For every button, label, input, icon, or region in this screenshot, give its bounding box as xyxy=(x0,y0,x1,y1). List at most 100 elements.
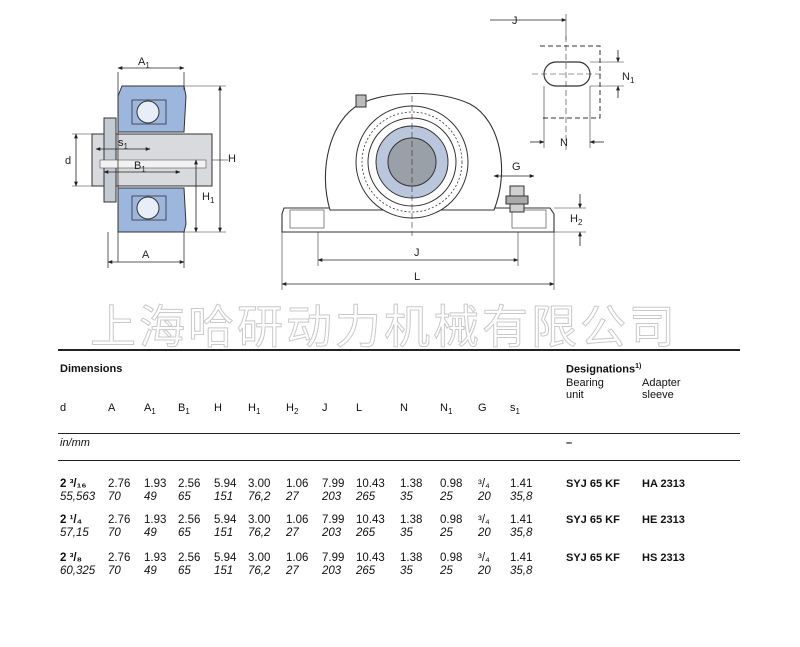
row-0-mm-5: 27 xyxy=(286,491,299,503)
column-header-4: H xyxy=(214,402,222,414)
row-1-inch-0: 2.76 xyxy=(108,514,131,526)
row-1-inch-2: 2.56 xyxy=(178,514,201,526)
side-view: A1 s1 d B1 A H H1 xyxy=(65,56,236,268)
column-header-12: s1 xyxy=(510,402,520,417)
table-top-rule xyxy=(58,349,740,351)
row-0-inch-11: 1.41 xyxy=(510,478,533,490)
bearing-unit-drawing: A1 s1 d B1 A H H1 xyxy=(65,14,635,290)
row-2-mm-6: 203 xyxy=(322,565,342,577)
column-header-11: G xyxy=(478,402,487,414)
row-0-inch-6: 7.99 xyxy=(322,478,345,490)
row-0-mm-4: 76,2 xyxy=(248,491,271,503)
row-2-inch-10: ³/₄ xyxy=(478,552,490,564)
row-2-inch-6: 7.99 xyxy=(322,552,345,564)
row-0-inch-5: 1.06 xyxy=(286,478,309,490)
row-2-adapter-sleeve: HS 2313 xyxy=(642,552,685,564)
designations-title: Designations1) xyxy=(566,363,642,376)
row-0-inch-7: 10.43 xyxy=(356,478,385,490)
label-N: N xyxy=(560,137,568,149)
row-1-inch-4: 3.00 xyxy=(248,514,271,526)
row-2-inch-2: 2.56 xyxy=(178,552,201,564)
row-1-mm-5: 27 xyxy=(286,527,299,539)
row-1-bearing-unit: SYJ 65 KF xyxy=(566,514,620,526)
units-dash: – xyxy=(566,437,573,449)
side-ball-bottom xyxy=(136,196,160,220)
dimensions-title: Dimensions xyxy=(60,363,123,375)
row-2-mm-10: 20 xyxy=(478,565,491,577)
row-0-bearing-unit: SYJ 65 KF xyxy=(566,478,620,490)
label-s1: s1 xyxy=(118,137,129,151)
row-0-inch-2: 2.56 xyxy=(178,478,201,490)
row-2-inch-11: 1.41 xyxy=(510,552,533,564)
row-2-mm-3: 151 xyxy=(214,565,234,577)
row-1-mm-1: 49 xyxy=(144,527,157,539)
row-0-inch-1: 1.93 xyxy=(144,478,167,490)
row-0-mm-8: 35 xyxy=(400,491,413,503)
row-0-mm-2: 65 xyxy=(178,491,191,503)
row-1-mm-4: 76,2 xyxy=(248,527,271,539)
row-2-mm-11: 35,8 xyxy=(510,565,533,577)
row-1-inch-9: 0.98 xyxy=(440,514,463,526)
label-H2: H2 xyxy=(570,213,583,227)
row-0-mm-3: 151 xyxy=(214,491,234,503)
column-header-6: H2 xyxy=(286,402,299,417)
row-1-inch-7: 10.43 xyxy=(356,514,385,526)
side-ball-top xyxy=(136,100,160,124)
row-2-inch-9: 0.98 xyxy=(440,552,463,564)
row-1-inch-8: 1.38 xyxy=(400,514,423,526)
row-2-bearing-unit: SYJ 65 KF xyxy=(566,552,620,564)
row-1-d-mm: 57,15 xyxy=(60,527,89,539)
label-G: G xyxy=(512,161,521,173)
row-0-mm-11: 35,8 xyxy=(510,491,533,503)
label-d: d xyxy=(65,155,71,167)
units-rule xyxy=(58,460,740,461)
slot-detail: J N1 N xyxy=(490,14,635,150)
row-1-inch-5: 1.06 xyxy=(286,514,309,526)
row-2-mm-2: 65 xyxy=(178,565,191,577)
row-1-mm-7: 265 xyxy=(356,527,376,539)
column-header-2: A1 xyxy=(144,402,156,417)
row-1-mm-11: 35,8 xyxy=(510,527,533,539)
row-1-inch-6: 7.99 xyxy=(322,514,345,526)
row-2-mm-4: 76,2 xyxy=(248,565,271,577)
column-header-8: L xyxy=(356,402,363,414)
label-H1: H1 xyxy=(202,191,215,205)
row-0-mm-9: 25 xyxy=(440,491,453,503)
row-1-mm-2: 65 xyxy=(178,527,191,539)
row-0-mm-7: 265 xyxy=(356,491,376,503)
row-2-inch-0: 2.76 xyxy=(108,552,131,564)
row-0-d-mm: 55,563 xyxy=(60,491,96,503)
company-watermark: 上海哈研动力机械有限公司 xyxy=(90,300,678,354)
label-A: A xyxy=(142,249,150,261)
row-2-inch-8: 1.38 xyxy=(400,552,423,564)
row-1-mm-0: 70 xyxy=(108,527,121,539)
row-1-mm-9: 25 xyxy=(440,527,453,539)
column-header-10: N1 xyxy=(440,402,453,417)
row-2-mm-1: 49 xyxy=(144,565,157,577)
label-J-top: J xyxy=(512,15,518,27)
row-2-mm-7: 265 xyxy=(356,565,376,577)
label-A1: A1 xyxy=(138,56,150,70)
row-2-inch-1: 1.93 xyxy=(144,552,167,564)
row-1-mm-6: 203 xyxy=(322,527,342,539)
label-L: L xyxy=(414,271,420,283)
column-header-5: H1 xyxy=(248,402,261,417)
column-header-7: J xyxy=(322,402,328,414)
column-header-0: d xyxy=(60,402,67,414)
row-2-inch-4: 3.00 xyxy=(248,552,271,564)
label-B1: B1 xyxy=(134,160,146,174)
row-1-d-inch: 2 ¹/₄ xyxy=(60,514,83,526)
row-1-mm-10: 20 xyxy=(478,527,491,539)
row-1-inch-11: 1.41 xyxy=(510,514,533,526)
row-1-mm-3: 151 xyxy=(214,527,234,539)
row-2-mm-8: 35 xyxy=(400,565,413,577)
row-1-adapter-sleeve: HE 2313 xyxy=(642,514,685,526)
column-header-9: N xyxy=(400,402,408,414)
row-0-mm-10: 20 xyxy=(478,491,491,503)
units-label: in/mm xyxy=(60,437,90,449)
row-0-mm-1: 49 xyxy=(144,491,157,503)
row-2-d-mm: 60,325 xyxy=(60,565,96,577)
row-2-inch-5: 1.06 xyxy=(286,552,309,564)
label-J: J xyxy=(414,247,420,259)
